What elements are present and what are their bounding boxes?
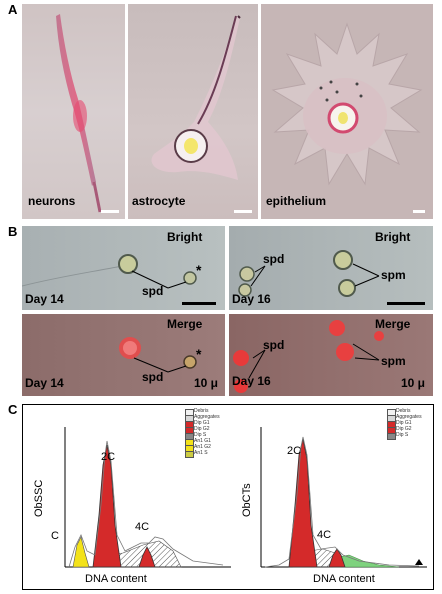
left-histogram bbox=[64, 427, 231, 568]
epithelium-cell-drawing bbox=[271, 22, 423, 186]
right-histogram bbox=[260, 427, 427, 568]
bright-day16-micrograph: Bright spd spm Day 16 bbox=[229, 226, 433, 310]
left-legend-aggregates: Aggregates bbox=[194, 414, 220, 420]
day16-label-bright: Day 16 bbox=[232, 292, 271, 306]
bright-day16-scale-bar bbox=[387, 302, 425, 305]
panel-b-label: B bbox=[8, 224, 18, 239]
right-y-axis-label: ObCTs bbox=[241, 483, 253, 517]
flow-cytometry-frame: ObSSC C 2C 4C DNA content Debris Aggrega… bbox=[22, 404, 434, 590]
left-x-axis-label: DNA content bbox=[85, 573, 147, 585]
scale-label-merge-day16: 10 μ bbox=[401, 376, 426, 390]
right-legend: Debris Aggregates Dip G1 Dip G2 Dip S bbox=[387, 408, 431, 440]
star-marker-bright-day14: * bbox=[196, 262, 202, 278]
star-marker-merge-day14: * bbox=[196, 346, 202, 362]
right-legend-dip-g2: Dip G2 bbox=[396, 426, 412, 432]
merge-day16-cells bbox=[233, 320, 384, 393]
astrocyte-label: astrocyte bbox=[132, 194, 186, 208]
right-legend-aggregates: Aggregates bbox=[396, 414, 422, 420]
left-legend-an1-s: An1 S bbox=[194, 450, 208, 456]
merge-label-day16: Merge bbox=[375, 317, 411, 331]
neurons-micrograph: neurons bbox=[22, 4, 125, 219]
panel-c-label: C bbox=[8, 402, 18, 417]
neurons-label: neurons bbox=[28, 194, 76, 208]
bright-day16-cells bbox=[238, 250, 380, 297]
astrocyte-cell-drawing bbox=[151, 15, 241, 180]
right-peak-4c: 4C bbox=[317, 529, 332, 541]
bright-day14-cells bbox=[22, 254, 197, 289]
neuron-cell-drawing bbox=[56, 14, 102, 213]
left-legend-dip-g2: Dip G2 bbox=[194, 426, 210, 432]
epithelium-label: epithelium bbox=[266, 194, 327, 208]
left-legend-dip-g1: Dip G1 bbox=[194, 420, 210, 426]
left-peak-2c: 2C bbox=[101, 451, 116, 463]
day16-label-merge: Day 16 bbox=[232, 374, 271, 388]
bright-label-day16: Bright bbox=[375, 230, 411, 244]
left-legend: Debris Aggregates Dip G1 Dip G2 Dip S An… bbox=[185, 408, 235, 458]
epithelium-micrograph: epithelium bbox=[261, 4, 433, 219]
epithelium-scale-bar bbox=[413, 210, 425, 213]
left-legend-an1-g2: An1 G2 bbox=[194, 444, 211, 450]
right-legend-dip-g1: Dip G1 bbox=[396, 420, 412, 426]
right-x-axis-label: DNA content bbox=[313, 573, 375, 585]
merge-label-day14: Merge bbox=[167, 317, 203, 331]
spd-label-bright-day16: spd bbox=[263, 252, 285, 266]
day14-label-merge: Day 14 bbox=[25, 376, 64, 390]
scale-label-merge-day14: 10 μ bbox=[194, 376, 219, 390]
merge-day16-micrograph: Merge spd spm Day 16 10 μ bbox=[229, 314, 433, 396]
merge-day14-micrograph: Merge spd * Day 14 10 μ bbox=[22, 314, 225, 396]
neurons-scale-bar bbox=[101, 210, 119, 213]
left-peak-4c: 4C bbox=[135, 521, 150, 533]
spd-label-bright-day14: spd bbox=[142, 284, 164, 298]
spm-label-merge-day16: spm bbox=[381, 354, 406, 368]
left-legend-debris: Debris bbox=[194, 408, 209, 414]
left-legend-dip-s: Dip S bbox=[194, 432, 207, 438]
spd-label-merge-day14: spd bbox=[142, 370, 164, 384]
right-peak-2c: 2C bbox=[287, 445, 302, 457]
bright-day14-micrograph: Bright spd * Day 14 bbox=[22, 226, 225, 310]
spd-label-merge-day16: spd bbox=[263, 338, 285, 352]
bright-day14-scale-bar bbox=[182, 302, 216, 305]
left-legend-an1-g1: An1 G1 bbox=[194, 438, 211, 444]
left-peak-c: C bbox=[51, 530, 59, 542]
right-legend-dip-s: Dip S bbox=[396, 432, 409, 438]
panel-a-label: A bbox=[8, 2, 18, 17]
day14-label-bright: Day 14 bbox=[25, 292, 64, 306]
bright-label-day14: Bright bbox=[167, 230, 203, 244]
spm-label-bright-day16: spm bbox=[381, 268, 406, 282]
merge-day14-cells bbox=[119, 337, 197, 373]
astrocyte-scale-bar bbox=[234, 210, 252, 213]
right-legend-debris: Debris bbox=[396, 408, 411, 414]
left-y-axis-label: ObSSC bbox=[33, 479, 45, 517]
astrocyte-micrograph: astrocyte bbox=[128, 4, 258, 219]
